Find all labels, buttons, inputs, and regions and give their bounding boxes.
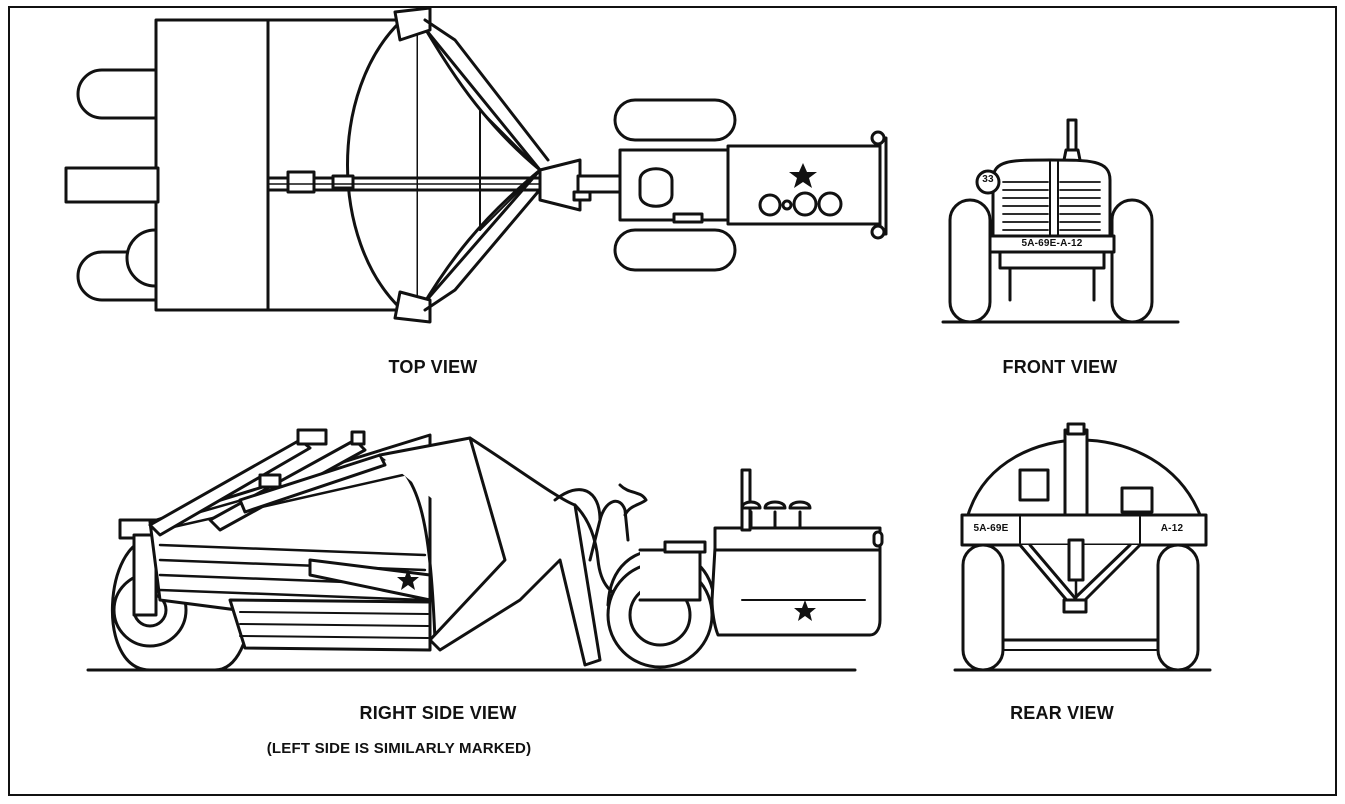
side-gooseneck (430, 438, 600, 665)
side-hood-star (794, 600, 816, 621)
top-tractor-right-wheel (615, 230, 735, 270)
side-bowl-star (397, 569, 419, 590)
front-right-wheel (1112, 200, 1152, 322)
rear-right-plate-text: A-12 (1160, 523, 1184, 534)
top-filler-cap (760, 195, 780, 215)
front-view-label: FRONT VIEW (1002, 357, 1118, 377)
rear-left-wheel (963, 545, 1003, 670)
top-scraper-body (156, 20, 268, 310)
front-left-wheel (950, 200, 990, 322)
top-tractor-left-wheel (615, 100, 735, 140)
front-badge-circle (977, 171, 999, 193)
side-tractor-hood (712, 548, 880, 635)
top-bowl-apron (348, 22, 401, 308)
rear-left-plate-text: 5A-69E (973, 523, 1009, 534)
left-side-note: (LEFT SIDE IS SIMILARLY MARKED) (266, 740, 532, 757)
top-rear-push-block (66, 168, 158, 202)
rear-view-label: REAR VIEW (1010, 703, 1114, 723)
right-side-view-label: RIGHT SIDE VIEW (359, 703, 517, 723)
top-view-label: TOP VIEW (388, 357, 478, 377)
rear-right-wheel (1158, 545, 1198, 670)
top-scraper-bowl (268, 20, 418, 310)
top-star-marking (789, 163, 817, 188)
front-badge-number: 33 (982, 174, 994, 185)
front-bumper-text: 5A-69E-A-12 (1021, 238, 1083, 249)
